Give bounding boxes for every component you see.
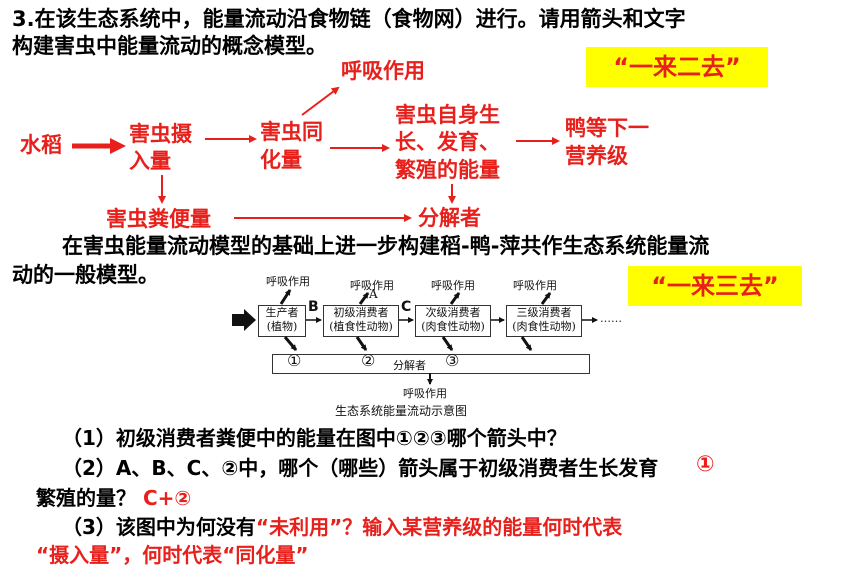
tertiary-line-1: 三级消费者 <box>516 306 572 319</box>
primary-consumer-box: 初级消费者 (植食性动物) <box>323 305 399 337</box>
concept-model-arrows <box>72 86 560 222</box>
question-2-line-2: 繁殖的量？ C+② <box>36 484 191 512</box>
diagram-caption: 生态系统能量流动示意图 <box>335 404 468 418</box>
producer-box: 生产者 (植物) <box>258 305 306 337</box>
diagram-decomposer: 分解者 <box>393 359 426 372</box>
tertiary-line-2: (肉食性动物) <box>512 320 576 333</box>
producer-line-1: 生产者 <box>265 306 299 319</box>
respiration-label: 呼吸作用 <box>341 59 425 83</box>
primary-line-2: (植食性动物) <box>329 320 393 333</box>
secondary-consumer-box: 次级消费者 (肉食性动物) <box>415 305 491 337</box>
duck-label-1: 鸭等下一 <box>565 116 649 140</box>
diagram-bottom-resp: 呼吸作用 <box>403 387 447 400</box>
growth-label-3: 繁殖的能量 <box>395 158 500 182</box>
assimilation-label-1: 害虫同 <box>260 120 323 144</box>
question-3-red: “未利用”？输入某营养级的能量何时代表 <box>255 515 623 539</box>
question-3-start: （3）该图中为何没有 <box>62 515 256 539</box>
intake-label-2: 入量 <box>129 149 171 173</box>
question-2-line-1: （2）A、B、C、②中，哪个（哪些）箭头属于初级消费者生长发育 <box>62 456 659 480</box>
label-A: A <box>369 287 378 301</box>
feces-label: 害虫粪便量 <box>106 207 211 231</box>
intake-label-1: 害虫摄 <box>129 122 192 146</box>
growth-label-1: 害虫自身生 <box>395 103 500 127</box>
circle-3: ③ <box>445 351 460 370</box>
question-2-answer: C+② <box>142 486 192 510</box>
label-B: B <box>308 299 319 315</box>
question-2-tail: 繁殖的量？ <box>36 486 136 510</box>
badge-one-in-three-out: “一来三去” <box>628 266 802 306</box>
producer-line-2: (植物) <box>266 320 298 333</box>
primary-line-1: 初级消费者 <box>333 306 389 319</box>
rice-label: 水稻 <box>20 133 62 157</box>
question-3-line-1: （3）该图中为何没有“未利用”？输入某营养级的能量何时代表 <box>62 513 622 541</box>
intro-line-1: 3.在该生态系统中，能量流动沿食物链（食物网）进行。请用箭头和文字 <box>12 7 686 31</box>
assimilation-label-2: 化量 <box>260 148 302 172</box>
diagram-resp-1: 呼吸作用 <box>266 275 310 288</box>
tertiary-consumer-box: 三级消费者 (肉食性动物) <box>506 305 582 337</box>
question-3-line-2: “摄入量”，何时代表“同化量” <box>36 543 309 567</box>
para-line-2: 动的一般模型。 <box>12 263 159 287</box>
label-C: C <box>401 299 412 315</box>
diagram-arrows <box>232 289 598 385</box>
secondary-line-1: 次级消费者 <box>425 306 481 319</box>
badge-one-in-two-out: “一来二去” <box>586 47 768 87</box>
diagram-resp-4: 呼吸作用 <box>513 279 557 292</box>
question-1: （1）初级消费者粪便中的能量在图中①②③哪个箭头中？ <box>62 426 567 450</box>
diagram-resp-3: 呼吸作用 <box>431 279 475 292</box>
decomposer-label: 分解者 <box>418 206 481 230</box>
question-1-answer: ① <box>696 452 715 477</box>
diagram-dots: …… <box>600 312 622 325</box>
intro-line-2: 构建害虫中能量流动的概念模型。 <box>12 34 327 58</box>
secondary-line-2: (肉食性动物) <box>421 320 485 333</box>
para-line-1: 在害虫能量流动模型的基础上进一步构建稻-鸭-萍共作生态系统能量流 <box>62 234 710 258</box>
duck-label-2: 营养级 <box>565 144 628 168</box>
arrow-assimilation-to-respiration <box>301 86 340 116</box>
diagram-resp-2: 呼吸作用 <box>350 279 394 292</box>
circle-1: ① <box>287 351 302 370</box>
circle-2: ② <box>361 351 376 370</box>
input-arrow <box>232 309 256 331</box>
growth-label-2: 长、发育、 <box>395 130 500 154</box>
